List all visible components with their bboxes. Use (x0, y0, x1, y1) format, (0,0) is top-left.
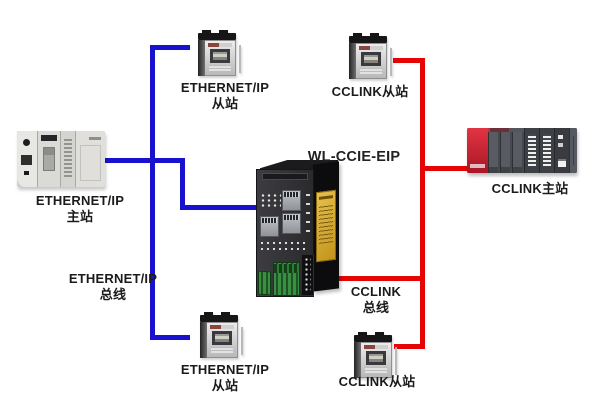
cclink-bus-branch-master (420, 166, 470, 171)
cclink-slave-top-label: CCLINK从站 (331, 84, 409, 99)
port-labels (306, 194, 310, 232)
label-line: 总线 (362, 299, 390, 315)
plc-top-clips (467, 128, 577, 132)
eip-bus-trunk (150, 45, 155, 340)
gateway-top (260, 160, 338, 171)
label-line: 总线 (99, 286, 127, 302)
plc-blank-module (76, 131, 105, 187)
led-row (261, 242, 309, 244)
cclink-master-label: CCLINK主站 (491, 181, 569, 196)
cclink-slave-bottom-device (354, 332, 397, 378)
gateway-side-label (316, 189, 336, 263)
plc-terminal-module (524, 128, 539, 173)
drive-display-panel (361, 52, 381, 66)
label-line: CCLINK (350, 284, 402, 299)
label-line: 主站 (66, 208, 94, 224)
cclink-bus-branch-gateway (334, 276, 425, 281)
drive-logo (208, 43, 232, 47)
drive-screen (213, 52, 227, 60)
drive-top-cap (200, 312, 238, 322)
rj45-port-3 (260, 216, 279, 237)
terminal-block-main (273, 262, 300, 296)
drive-top-cap (349, 33, 387, 43)
rj45-port-1 (282, 190, 301, 211)
label-line: ETHERNET/IP (180, 80, 270, 95)
label-line: 从站 (211, 95, 239, 111)
drive-display-panel (212, 331, 232, 345)
drive-logo (364, 345, 388, 349)
drive-cable (390, 48, 392, 76)
eip-bus-branch-master (104, 158, 185, 163)
drive-cable (395, 347, 397, 375)
plc-module (488, 128, 500, 173)
eip-slave-top-label: ETHERNET/IP 从站 (163, 80, 287, 111)
drive-display-panel (210, 49, 230, 63)
plc-module (500, 128, 512, 173)
label-line: ETHERNET/IP (68, 271, 158, 286)
label-line: ETHERNET/IP (180, 362, 270, 377)
plc-comm-module (38, 131, 61, 187)
drive-screen (369, 354, 383, 362)
cclink-bus-branch-slave-top (393, 58, 425, 63)
cclink-bus-branch-slave-bottom (394, 344, 425, 349)
eip-master-label: ETHERNET/IP 主站 (18, 193, 142, 224)
gateway-front-panel (256, 169, 314, 297)
rj45-port-2 (282, 213, 301, 234)
gateway-top-slot (262, 173, 308, 180)
drive-cable (241, 327, 243, 355)
plc-power-module (467, 128, 488, 173)
cclink-bus-label: CCLINK 总线 (324, 284, 428, 315)
led-row (261, 248, 309, 250)
drive-display-panel (366, 351, 386, 365)
plc-terminal-module (539, 128, 554, 173)
plc-module (512, 128, 524, 173)
eip-slave-top-device (198, 30, 241, 76)
drive-front (207, 322, 238, 358)
drive-top-cap (354, 332, 392, 342)
eip-slave-bottom-label: ETHERNET/IP 从站 (163, 362, 287, 393)
terminal-block-small (258, 270, 271, 296)
plc-cpu-module (17, 131, 38, 187)
eip-master-plc-device (17, 131, 105, 187)
drive-logo (359, 46, 383, 50)
eip-bus-jog (180, 158, 185, 210)
gateway-side-panel (313, 161, 339, 292)
drive-cable (239, 45, 241, 73)
cclink-slave-top-device (349, 33, 392, 79)
drive-side (354, 342, 361, 378)
drive-logo (210, 325, 234, 329)
cclink-bus-trunk (420, 58, 425, 349)
drive-screen (364, 55, 378, 63)
drive-side (200, 322, 207, 358)
eip-bus-branch-gateway (180, 205, 258, 210)
drive-front (356, 43, 387, 79)
gateway-title: WL-CCIE-EIP (307, 149, 401, 165)
drive-front (205, 40, 236, 76)
drive-vents (360, 68, 382, 75)
plc-io-module (61, 131, 76, 187)
cclink-slave-bottom-label: CCLINK从站 (338, 374, 416, 389)
label-line: 从站 (211, 377, 239, 393)
gateway-device (256, 160, 340, 297)
drive-screen (215, 334, 229, 342)
pin-connector (301, 254, 314, 296)
drive-vents (211, 347, 233, 354)
eip-slave-bottom-device (200, 312, 243, 358)
drive-front (361, 342, 392, 378)
eip-bus-branch-slave-bottom (150, 335, 190, 340)
plc-ethernet-module (554, 128, 569, 173)
drive-vents (365, 367, 387, 374)
drive-top-cap (198, 30, 236, 40)
plc-end-module (569, 128, 577, 173)
eip-bus-label: ETHERNET/IP 总线 (61, 271, 165, 302)
eip-bus-branch-slave-top (150, 45, 190, 50)
drive-side (349, 43, 356, 79)
drive-side (198, 40, 205, 76)
cclink-master-plc-device (467, 128, 577, 173)
drive-vents (209, 65, 231, 72)
status-leds (260, 193, 281, 209)
label-line: ETHERNET/IP (35, 193, 125, 208)
